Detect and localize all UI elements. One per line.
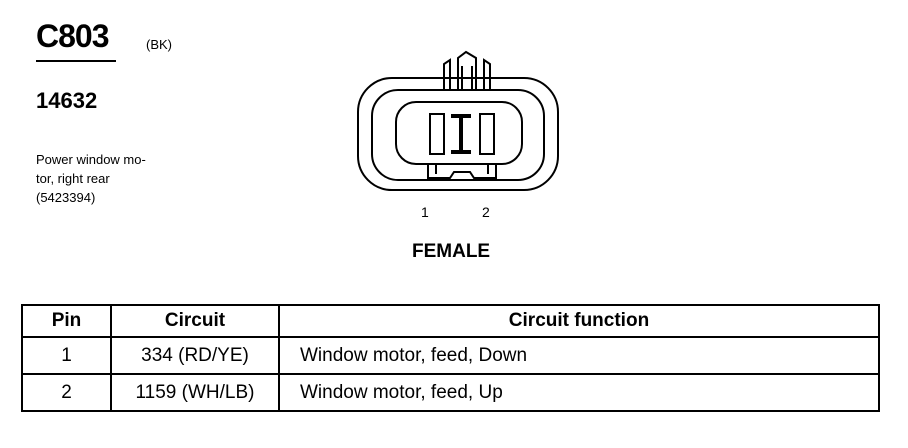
terminal-slot-1 [429, 113, 445, 155]
description-line: (5423394) [36, 190, 96, 205]
description-line: Power window mo- [36, 152, 146, 167]
cell-circuit-function: Window motor, feed, Down [278, 336, 880, 375]
connector-gender: FEMALE [412, 241, 491, 262]
housing-outer [357, 77, 559, 191]
cell-circuit-function: Window motor, feed, Up [278, 373, 880, 412]
housing-inner [371, 89, 545, 181]
header-pin: Pin [21, 304, 112, 338]
latch-rail-left [443, 58, 451, 90]
pin-label-1: 1 [421, 204, 429, 220]
connector-color-code: (BK) [146, 37, 172, 52]
pin-table: Pin Circuit Circuit function 1 334 (RD/Y… [21, 304, 880, 412]
cell-circuit: 1159 (WH/LB) [110, 373, 280, 412]
latch-rail-right [483, 58, 491, 90]
table-header-row: Pin Circuit Circuit function [21, 304, 880, 338]
description-line: tor, right rear [36, 171, 110, 186]
table-row: 1 334 (RD/YE) Window motor, feed, Down [21, 336, 880, 375]
bottom-key-marks [435, 164, 489, 174]
header-circuit: Circuit [110, 304, 280, 338]
cell-pin: 2 [21, 373, 112, 412]
cell-pin: 1 [21, 336, 112, 375]
bottom-key [427, 164, 497, 179]
connector-face-drawing [357, 50, 559, 191]
center-divider [451, 114, 471, 154]
table-row: 2 1159 (WH/LB) Window motor, feed, Up [21, 373, 880, 412]
cell-circuit: 334 (RD/YE) [110, 336, 280, 375]
header-circuit-function: Circuit function [278, 304, 880, 338]
connector-id: C803 [36, 18, 109, 54]
title-underline [36, 60, 116, 62]
cavity-outline [395, 101, 523, 165]
latch-tab-left [457, 50, 477, 90]
part-number: 14632 [36, 88, 98, 113]
connector-description: Power window mo- tor, right rear (542339… [36, 150, 186, 207]
terminal-slot-2 [479, 113, 495, 155]
pin-label-2: 2 [482, 204, 490, 220]
